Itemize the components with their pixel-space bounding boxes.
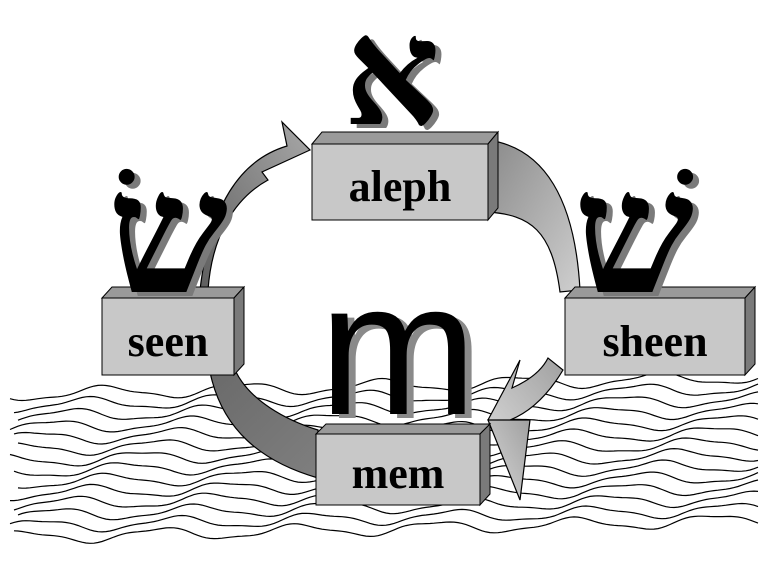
svg-text:א: א — [344, 0, 440, 157]
wave-line — [10, 504, 758, 532]
aleph-label: aleph — [349, 162, 452, 211]
wave-line — [14, 516, 758, 543]
sheen-glyph: שׁ שׁ — [574, 141, 700, 333]
arrow-aleph-to-sheen — [488, 140, 580, 292]
svg-text:שׁ: שׁ — [574, 141, 694, 329]
svg-text:m: m — [319, 243, 477, 455]
mem-glyph: m m — [319, 243, 484, 459]
svg-text:שׂ: שׂ — [108, 141, 228, 329]
arrow-mem-to-seen — [210, 372, 318, 478]
aleph-glyph: א א — [344, 0, 446, 161]
seen-glyph: שׂ שׂ — [108, 141, 234, 333]
